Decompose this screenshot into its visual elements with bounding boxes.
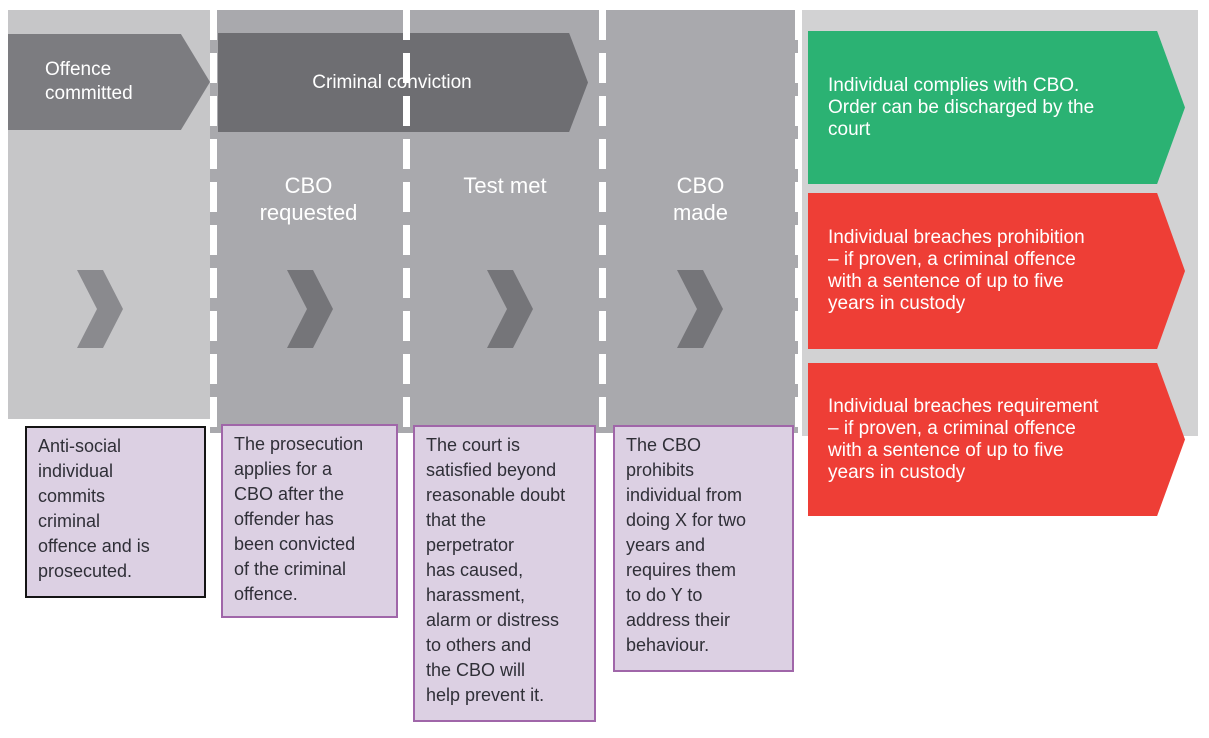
- lane-divider-dashed: [795, 10, 802, 436]
- note-offence: Anti-social individual commits criminal …: [25, 426, 206, 598]
- outcome-arrow-breach-prohibition: Individual breaches prohibition – if pro…: [808, 193, 1185, 349]
- outcome-breach-requirement-text: Individual breaches requirement – if pro…: [828, 395, 1099, 483]
- criminal-conviction-label: Criminal conviction: [312, 71, 472, 93]
- offence-committed-arrow: Offence committed: [8, 34, 210, 130]
- lane-divider-dashed: [210, 10, 217, 433]
- chevron-right-icon: [487, 270, 533, 348]
- note-test-met: The court is satisfied beyond reasonable…: [413, 425, 596, 722]
- stage-label-cbo-requested: CBO requested: [259, 173, 358, 225]
- outcome-breach-prohibition-text: Individual breaches prohibition – if pro…: [828, 227, 1085, 314]
- lane-divider-dashed: [599, 10, 606, 433]
- chevron-right-icon: [677, 270, 723, 348]
- outcome-complies-text: Individual complies with CBO. Order can …: [828, 74, 1095, 140]
- note-cbo-requested: The prosecution applies for a CBO after …: [221, 424, 398, 618]
- outcome-arrow-complies: Individual complies with CBO. Order can …: [808, 31, 1185, 184]
- outcome-arrow-breach-requirement: Individual breaches requirement – if pro…: [808, 363, 1185, 516]
- chevron-right-icon: [77, 270, 123, 348]
- stage-label-cbo-made: CBO made: [672, 173, 729, 225]
- offence-committed-label: Offence committed: [45, 59, 133, 104]
- lane-divider-dashed: [403, 10, 410, 433]
- chevron-right-icon: [287, 270, 333, 348]
- stage-label-test-met: Test met: [463, 173, 547, 198]
- note-cbo-made: The CBO prohibits individual from doing …: [613, 425, 794, 672]
